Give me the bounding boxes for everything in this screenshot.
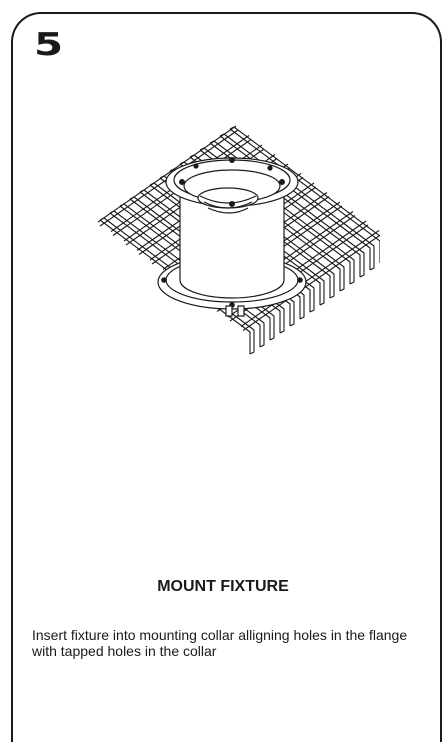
instruction-card [11,12,442,742]
fixture-grating-illustration-icon [97,125,380,355]
step-number: 5 [34,27,64,63]
step-description: Insert fixture into mounting collar alli… [32,627,408,659]
step-title: MOUNT FIXTURE [157,578,289,595]
